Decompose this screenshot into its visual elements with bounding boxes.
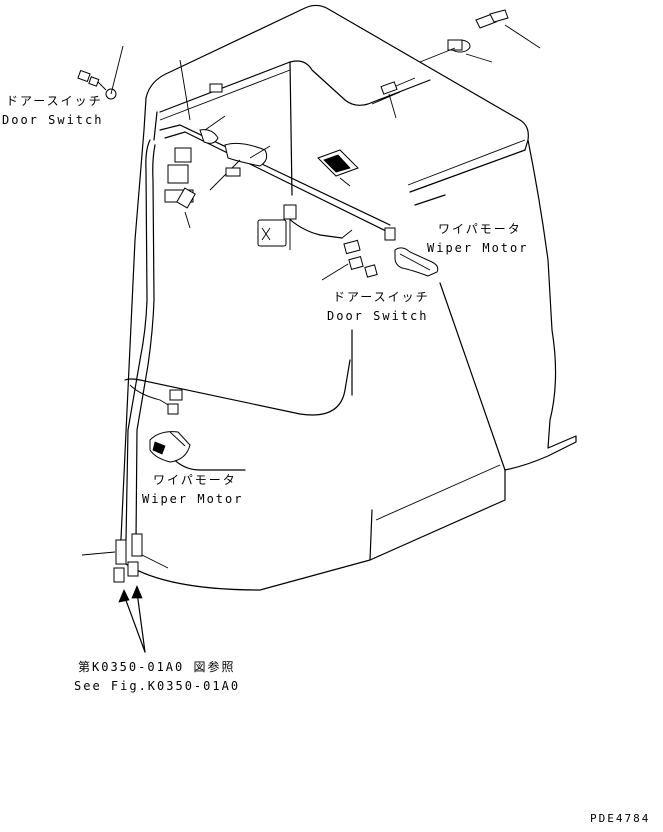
switch-block-top <box>317 149 359 187</box>
wiper-motor-center-label-jp: ワイパモータ <box>153 473 237 487</box>
harness-clips <box>179 59 271 191</box>
door-switch-center-label-en: Door Switch <box>327 309 429 323</box>
reference-label-en: See Fig.K0350-01A0 <box>74 679 241 693</box>
relay-unit <box>257 204 297 250</box>
room-lamp-parts <box>380 9 541 119</box>
door-switch-left-label-jp: ドアースイッチ <box>6 94 103 108</box>
reference-label-jp: 第K0350-01A0 図参照 <box>78 660 236 674</box>
wiper-motor-right-label-jp: ワイパモータ <box>438 222 522 236</box>
wiring-harness <box>125 124 391 541</box>
door-switch-left-label-en: Door Switch <box>2 113 104 127</box>
connector-cluster-left <box>164 147 196 229</box>
door-switch-center-part <box>321 229 378 281</box>
wiper-motor-center-label-en: Wiper Motor <box>142 492 244 506</box>
door-switch-left-part <box>77 45 124 100</box>
wiper-motor-center-part <box>149 389 191 463</box>
wiper-motor-right-label-en: Wiper Motor <box>427 241 529 255</box>
door-switch-center-label-jp: ドアースイッチ <box>333 290 430 304</box>
drawing-code: PDE4784 <box>590 812 651 825</box>
wiper-motor-right-part <box>384 227 439 277</box>
reference-arrows <box>118 584 146 653</box>
bottom-connectors <box>81 533 169 583</box>
